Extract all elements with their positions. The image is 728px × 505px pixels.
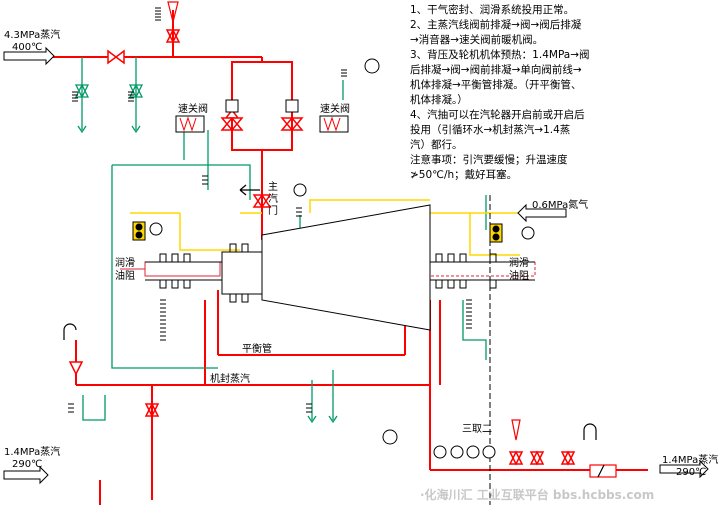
steam-trap — [589, 464, 617, 478]
lube-left-label-2: 油阻 — [115, 269, 135, 282]
turbine-body — [145, 204, 535, 331]
note-line: 2、主蒸汽线阀前排凝→阀→阀后排凝 — [410, 18, 582, 31]
steam-lp-left-label: 1.4MPa蒸汽 — [4, 445, 60, 458]
valves — [68, 28, 576, 466]
main-valve-label-3: 门 — [268, 204, 278, 217]
quick-valve-left-label: 速关阀 — [178, 102, 208, 115]
note-line: 机体排凝→平衡管排凝。（开平衡管、 — [410, 78, 582, 91]
steam-lp-left-temp: 290℃ — [12, 459, 42, 470]
note-line: 汽）都行。 — [410, 138, 463, 151]
note-line: →消音器→速关阀前暖机阀。 — [410, 33, 543, 46]
note-line: 4、汽抽可以在汽轮器开启前或开启后 — [410, 108, 585, 121]
main-valve-label-1: 主 — [268, 181, 278, 193]
nitrogen-lines — [130, 199, 520, 256]
inlet-arrows — [3, 46, 709, 485]
extract-label: 三取二 — [462, 423, 492, 435]
steam-lp-right-temp: 290℃ — [676, 467, 706, 478]
steam-main-label: 4.3MPa蒸汽 — [4, 28, 60, 41]
note-line: 机体排凝。） — [410, 93, 468, 106]
shaft-seals — [159, 243, 497, 303]
lube-right-label-1: 润滑 — [509, 256, 529, 269]
cooling-water-lines — [81, 57, 487, 421]
steam-lp-right-label: 1.4MPa蒸汽 — [662, 453, 718, 466]
main-valve-label-2: 汽 — [268, 192, 278, 205]
quick-valve-right-label: 速关阀 — [320, 102, 350, 115]
note-line: 投用（引循环水→机封蒸汽→1.4蒸 — [410, 123, 570, 136]
drain-marks — [68, 7, 472, 413]
quick-close-valves — [175, 99, 349, 133]
nitrogen-label: 0.6MPa氮气 — [532, 198, 588, 211]
procedure-notes: 1、干气密封、润滑系统投用正常。 2、主蒸汽线阀前排凝→阀→阀后排凝 →消音器→… — [410, 3, 590, 181]
note-line: 3、背压及轮机机体预热：1.4MPa→阀 — [410, 48, 590, 61]
note-line: 后排凝→阀→阀前排凝→单向阀前线→ — [410, 63, 582, 76]
note-line: ≯50℃/h；戴好耳塞。 — [410, 168, 517, 181]
steam-main-temp: 400℃ — [12, 42, 42, 53]
seal-steam-label: 机封蒸汽 — [210, 372, 250, 385]
balance-pipe-label: 平衡管 — [242, 342, 272, 355]
drain-arrows — [77, 125, 338, 424]
water-valves — [74, 83, 144, 99]
vents — [63, 1, 597, 441]
lube-right-label-2: 油阻 — [509, 269, 529, 282]
watermark: ·化海川汇 工业互联平台 bbs.hcbbs.com — [420, 487, 654, 502]
note-line: 1、干气密封、润滑系统投用正常。 — [410, 3, 574, 16]
instruments — [132, 58, 535, 459]
note-line: 注意事项：引汽要缓慢；升温速度 — [410, 153, 568, 166]
lube-left-label-1: 润滑 — [115, 256, 135, 269]
